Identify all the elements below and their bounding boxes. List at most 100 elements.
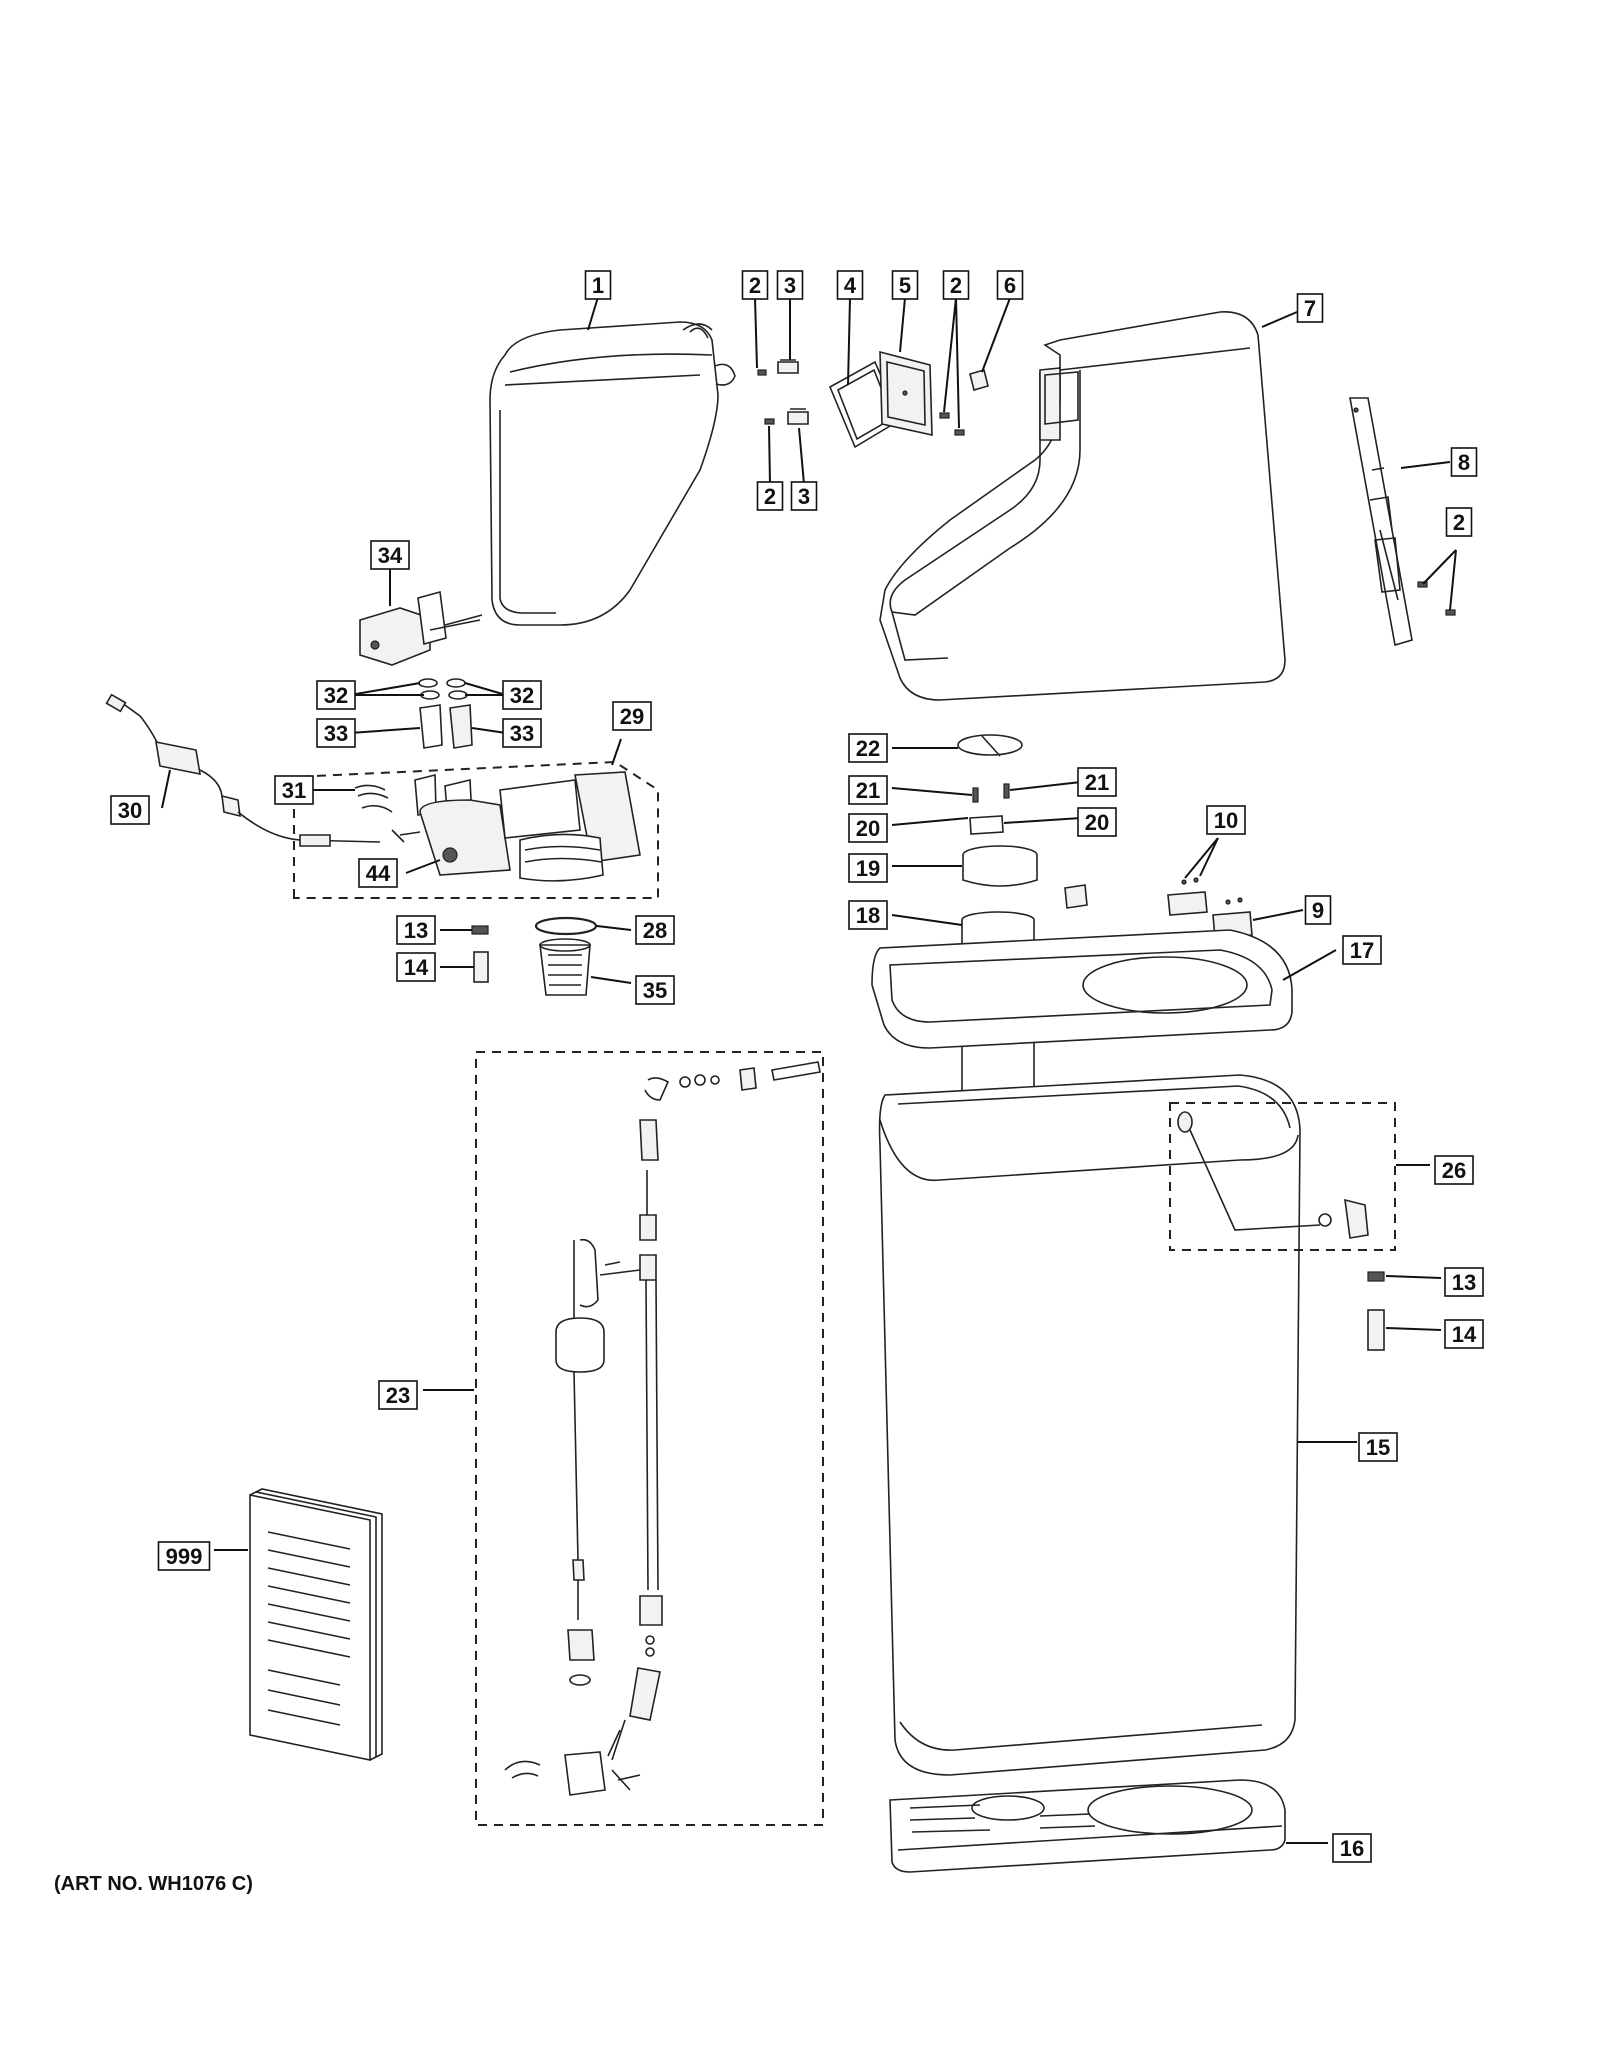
callout-c23: 23	[378, 1380, 418, 1410]
callout-box	[1206, 805, 1246, 835]
callout-c32b: 32	[502, 680, 542, 710]
callout-number: 7	[1304, 296, 1316, 321]
part-cap-22	[957, 734, 1023, 757]
callout-number: 2	[1453, 510, 1465, 535]
callout-box	[848, 775, 888, 805]
callout-box	[1077, 767, 1117, 797]
callout-box	[1358, 1432, 1398, 1462]
callout-box	[502, 680, 542, 710]
callout-box	[1445, 507, 1473, 537]
part-tube-14b	[1367, 1309, 1385, 1351]
part-blocks-10	[1064, 877, 1208, 916]
callout-c2b: 2	[942, 270, 970, 300]
callout-box	[848, 813, 888, 843]
part-upper-housing	[879, 311, 1286, 701]
callout-c5: 5	[891, 270, 919, 300]
callout-number: 13	[404, 918, 428, 943]
callout-c26: 26	[1434, 1155, 1474, 1185]
callout-box	[1444, 1319, 1484, 1349]
part-side-panel	[1349, 397, 1413, 647]
callout-box	[756, 481, 784, 511]
callout-box	[942, 270, 970, 300]
part-display-board-5	[879, 350, 933, 437]
callout-c1: 1	[584, 270, 612, 300]
callout-box	[996, 270, 1024, 300]
callout-number: 29	[620, 704, 644, 729]
part-screw-2a	[757, 369, 767, 376]
callout-box	[612, 701, 652, 731]
callout-box	[396, 915, 436, 945]
callout-c21b: 21	[1077, 767, 1117, 797]
part-bottom-tray	[889, 1779, 1286, 1873]
callout-c999: 999	[157, 1541, 211, 1571]
callout-c2a: 2	[741, 270, 769, 300]
callout-c16: 16	[1332, 1833, 1372, 1863]
callout-box	[635, 915, 675, 945]
callout-c13b: 13	[1444, 1267, 1484, 1297]
callout-number: 4	[844, 273, 857, 298]
part-screen-35	[539, 938, 591, 996]
callout-number: 2	[950, 273, 962, 298]
callout-number: 34	[378, 543, 403, 568]
callout-box	[1332, 1833, 1372, 1863]
callout-box	[370, 540, 410, 570]
callout-box	[891, 270, 919, 300]
part-clip-3a	[777, 359, 799, 374]
callout-c29: 29	[612, 701, 652, 731]
part-salt-tank-15	[878, 1074, 1301, 1776]
callout-c10: 10	[1206, 805, 1246, 835]
part-brine-cap-19	[962, 845, 1038, 887]
callout-c20b: 20	[1077, 807, 1117, 837]
callout-box	[1434, 1155, 1474, 1185]
callout-number: 6	[1004, 273, 1016, 298]
callout-number: 14	[1452, 1322, 1477, 1347]
part-elbow-13b	[1367, 1271, 1385, 1282]
callout-c18: 18	[848, 900, 888, 930]
callout-box	[836, 270, 864, 300]
part-tube-14a	[473, 951, 489, 983]
part-screw-2d	[1417, 581, 1456, 616]
callout-number: 35	[643, 978, 667, 1003]
callout-number: 999	[166, 1544, 203, 1569]
part-clip-3b	[787, 408, 809, 425]
callout-c33b: 33	[502, 718, 542, 748]
callout-c19: 19	[848, 853, 888, 883]
part-tank-rim-17	[871, 929, 1293, 1049]
callout-number: 15	[1366, 1435, 1390, 1460]
callout-number: 19	[856, 856, 880, 881]
part-adapters-33	[419, 704, 473, 749]
callout-number: 3	[798, 484, 810, 509]
callout-number: 23	[386, 1383, 410, 1408]
callout-box	[316, 718, 356, 748]
callout-c44: 44	[358, 858, 398, 888]
callout-number: 8	[1458, 450, 1470, 475]
callout-number: 18	[856, 903, 880, 928]
part-owners-manual	[249, 1488, 383, 1761]
callout-c34: 34	[370, 540, 410, 570]
callout-c6: 6	[996, 270, 1024, 300]
callout-number: 2	[749, 273, 761, 298]
callout-c33a: 33	[316, 718, 356, 748]
callout-number: 21	[1085, 770, 1109, 795]
callout-number: 44	[366, 861, 391, 886]
callout-c4: 4	[836, 270, 864, 300]
callout-number: 30	[118, 798, 142, 823]
callout-c30: 30	[110, 795, 150, 825]
callout-number: 17	[1350, 938, 1374, 963]
callout-box	[1077, 807, 1117, 837]
callout-box	[502, 718, 542, 748]
callout-c7: 7	[1296, 293, 1324, 323]
callout-box	[848, 733, 888, 763]
part-clips-31	[354, 784, 393, 813]
callout-c14b: 14	[1444, 1319, 1484, 1349]
callout-box	[396, 952, 436, 982]
part-control-valve-assembly	[293, 760, 659, 899]
callout-box	[378, 1380, 418, 1410]
callout-box	[316, 680, 356, 710]
callout-c15: 15	[1358, 1432, 1398, 1462]
callout-c28: 28	[635, 915, 675, 945]
leader-lines	[161, 296, 1457, 1844]
callout-number: 33	[324, 721, 348, 746]
part-screws-21	[972, 783, 1010, 803]
